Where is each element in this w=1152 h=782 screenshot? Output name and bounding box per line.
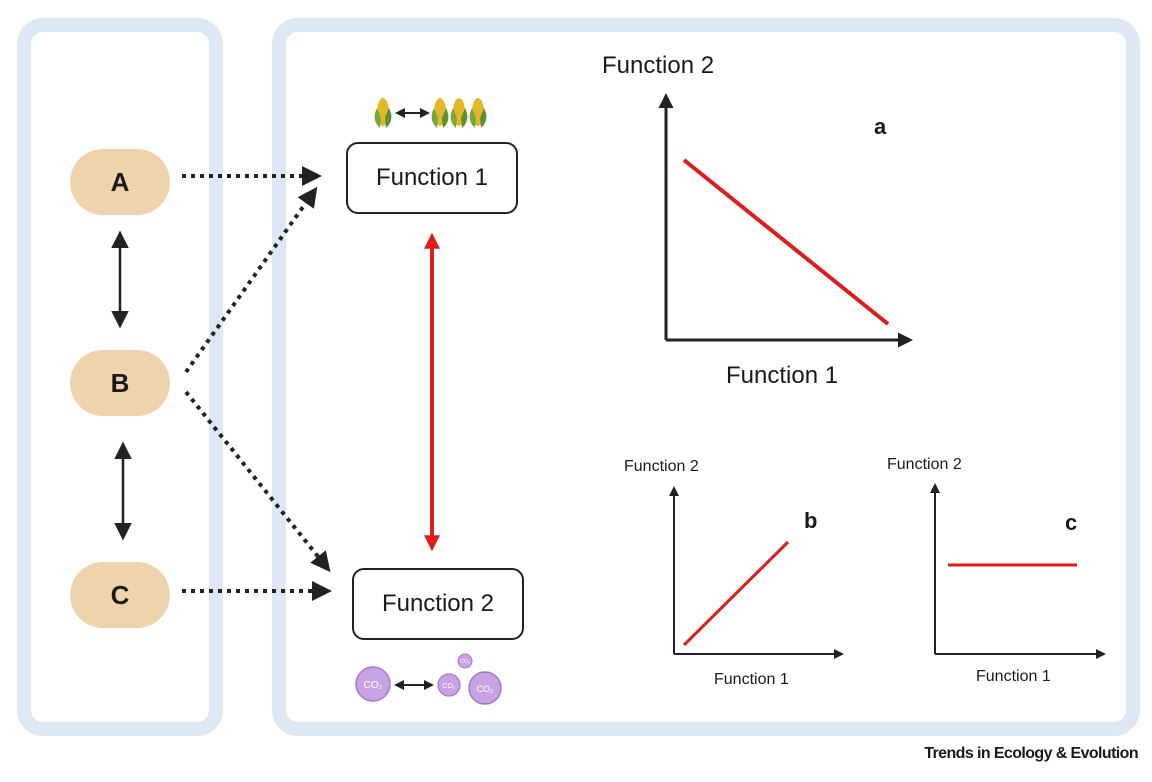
co2-bubble-icon: CO₂: [468, 671, 502, 705]
driver-b: B: [70, 350, 170, 416]
plot-c: [930, 483, 1106, 659]
driver-a: A: [70, 149, 170, 215]
plot-a-xlabel: Function 1: [726, 362, 839, 389]
plot-c-label: c: [1065, 510, 1078, 535]
corn-cob-icon: [374, 98, 392, 128]
corn-cob-icon: [450, 98, 468, 128]
plot-a-label: a: [874, 114, 887, 139]
plot-a-line: [682, 158, 890, 326]
plot-b-line: [682, 540, 790, 647]
co2-bubble-icon: CO₂: [355, 666, 391, 702]
co2-bubble-icon: CO₂: [457, 653, 473, 669]
plot-b: [669, 486, 844, 659]
functions-panel: [272, 18, 1140, 736]
svg-text:CO₂: CO₂: [477, 684, 495, 694]
arrow-b-function2: [184, 390, 331, 573]
driver-c: C: [70, 562, 170, 628]
function2-box: Function 2: [352, 568, 524, 640]
corn-cob-icon: [469, 98, 487, 128]
plot-b-ylabel: Function 2: [624, 458, 699, 475]
plot-b-xlabel: Function 1: [714, 671, 789, 688]
journal-credit: Trends in Ecology & Evolution: [924, 745, 1138, 762]
corn-icons: [374, 98, 487, 128]
svg-text:CO₂: CO₂: [442, 683, 456, 690]
plot-a: [658, 93, 913, 348]
function1-box: Function 1: [346, 142, 518, 214]
svg-text:CO₂: CO₂: [460, 659, 470, 665]
plot-b-label: b: [804, 508, 818, 533]
plot-c-xlabel: Function 1: [976, 668, 1051, 685]
corn-cob-icon: [431, 98, 449, 128]
svg-text:CO₂: CO₂: [364, 680, 383, 691]
plot-c-ylabel: Function 2: [887, 456, 962, 473]
co2-bubble-icon: CO₂: [437, 673, 461, 697]
co2-icons: CO₂ CO₂ CO₂ CO₂: [355, 653, 502, 705]
plot-a-ylabel: Function 2: [602, 52, 715, 79]
arrow-b-function1: [184, 186, 318, 374]
